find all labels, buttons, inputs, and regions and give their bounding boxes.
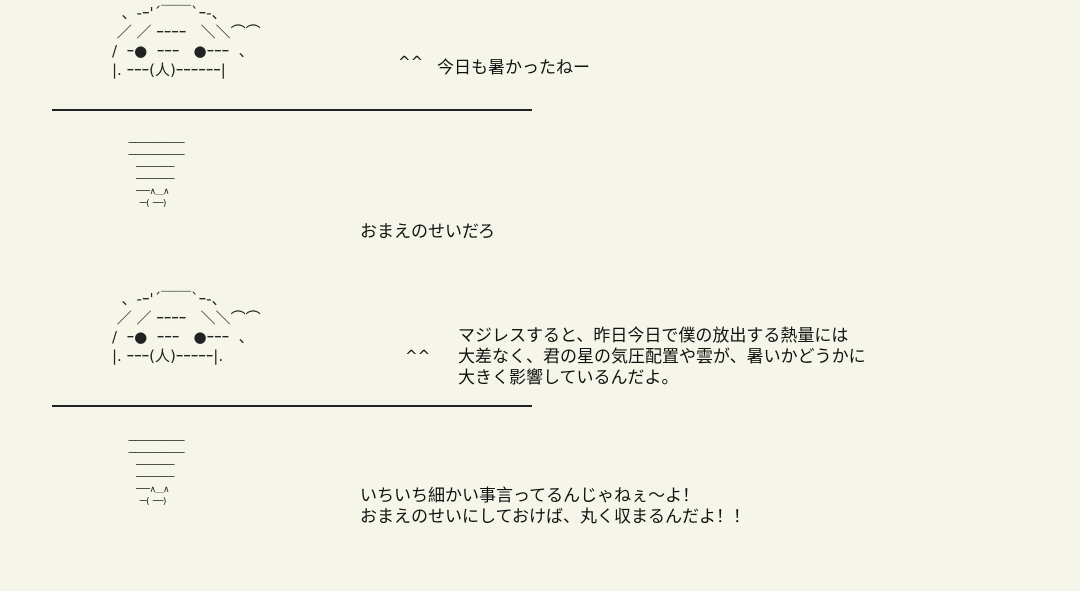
person-dialogue-2-line-2: おまえのせいにしておけば、丸く収まるんだよ！！: [360, 507, 750, 527]
person-ascii-art-2: ｰｰｰｰｰｰｰｰｰｰｰｰｰｰｰｰ ｰｰｰｰｰｰｰｰｰｰｰｰｰｰｰｰ ｰｰｰｰｰｰ…: [128, 437, 185, 507]
person-dialogue-2-line-1: いちいち細かい事言ってるんじゃねぇ～よ！: [360, 486, 700, 506]
sheep-ascii-art-1: 、-ｰ'´￣￣`ｰ-、 ／ ／ ｰｰｰｰ ＼＼⌒⌒ / ｰ● ｰｰｰ ●ｰｰｰ …: [112, 4, 261, 79]
horizon-line-1: [52, 109, 532, 111]
sheep-dialogue-1: 今日も暑かったねー: [437, 58, 590, 78]
sheep-tail-2: ^^: [405, 347, 431, 365]
sheep-dialogue-2-line-1: マジレスすると、昨日今日で僕の放出する熱量には: [458, 326, 849, 346]
person-dialogue-1: おまえのせいだろ: [360, 222, 495, 242]
sheep-ascii-art-2: 、-ｰ'´￣￣`ｰ-、 ／ ／ ｰｰｰｰ ＼＼⌒⌒ / ｰ● ｰｰｰ ●ｰｰｰ …: [112, 290, 261, 365]
sheep-dialogue-2: マジレスすると、昨日今日で僕の放出する熱量には 大差なく、君の星の気圧配置や雲が…: [458, 326, 866, 389]
sheep-dialogue-2-line-3: 大きく影響しているんだよ。: [458, 368, 679, 388]
horizon-line-2: [52, 405, 532, 407]
person-ascii-art-1: ｰｰｰｰｰｰｰｰｰｰｰｰｰｰｰｰ ｰｰｰｰｰｰｰｰｰｰｰｰｰｰｰｰ ｰｰｰｰｰｰ…: [128, 139, 185, 209]
sheep-tail-1: ^^: [398, 53, 424, 71]
sheep-dialogue-2-line-2: 大差なく、君の星の気圧配置や雲が、暑いかどうかに: [458, 347, 866, 367]
person-dialogue-2: いちいち細かい事言ってるんじゃねぇ～よ！ おまえのせいにしておけば、丸く収まるん…: [360, 486, 750, 528]
